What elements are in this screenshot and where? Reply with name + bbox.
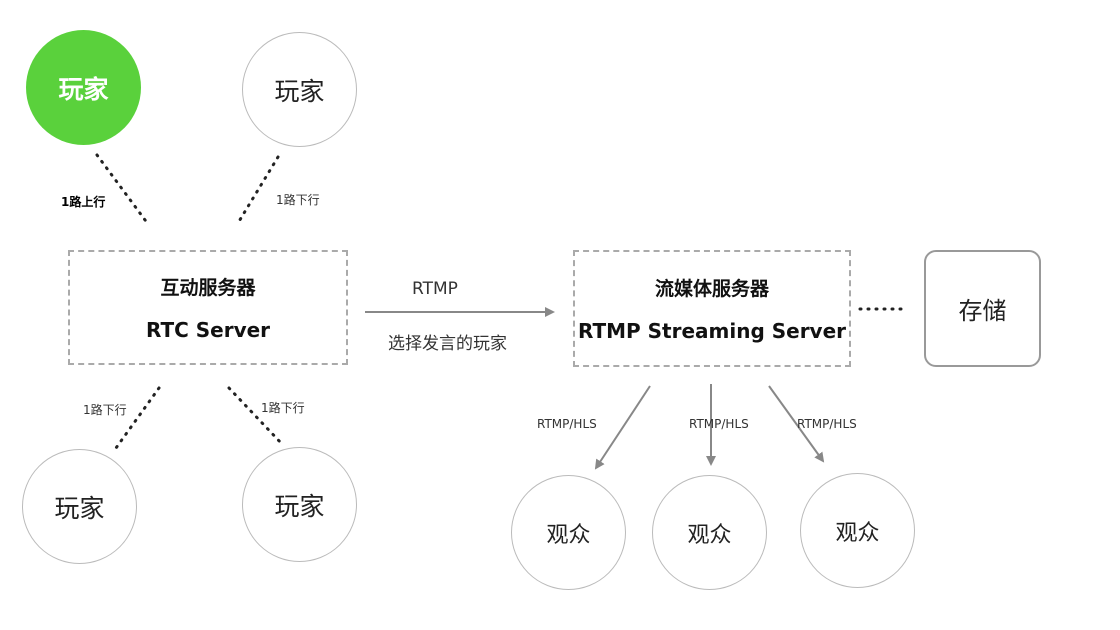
viewer-node: 观众 (652, 475, 767, 590)
viewer-label: 观众 (835, 520, 880, 546)
player-node-active: 玩家 (26, 30, 141, 145)
streaming-server-box: 流媒体服务器 RTMP Streaming Server (573, 250, 851, 367)
downlink-dotted-line-bottom-right (227, 386, 284, 446)
distribution-label: RTMP/HLS (537, 417, 597, 431)
downlink-label: 1路下行 (261, 401, 305, 415)
downlink-dotted-line-bottom-left (114, 386, 161, 450)
player-label: 玩家 (274, 76, 325, 106)
downlink-label: 1路下行 (276, 193, 320, 207)
rtc-server-title-en: RTC Server (145, 318, 271, 342)
downlink-dotted-line-top-right (236, 155, 280, 225)
player-label: 玩家 (54, 493, 105, 523)
storage-label: 存储 (958, 297, 1007, 325)
distribution-arrow-left (594, 385, 651, 470)
streaming-server-title-cn: 流媒体服务器 (654, 278, 769, 300)
rtmp-arrow-sublabel: 选择发言的玩家 (388, 334, 507, 354)
viewer-label: 观众 (687, 522, 732, 548)
viewer-node: 观众 (800, 473, 915, 588)
player-label: 玩家 (274, 491, 325, 521)
rtmp-arrow-label: RTMP (412, 279, 458, 299)
storage-box: 存储 (924, 250, 1041, 367)
uplink-label: 1路上行 (61, 195, 106, 209)
player-label: 玩家 (58, 74, 109, 104)
viewer-label: 观众 (546, 522, 591, 548)
rtc-server-box: 互动服务器 RTC Server (68, 250, 348, 365)
player-node: 玩家 (242, 32, 357, 147)
distribution-arrow-right (768, 385, 825, 463)
streaming-server-title-en: RTMP Streaming Server (577, 319, 847, 343)
distribution-label: RTMP/HLS (797, 417, 857, 431)
uplink-dotted-line (95, 153, 150, 226)
downlink-label: 1路下行 (83, 403, 127, 417)
viewer-node: 观众 (511, 475, 626, 590)
player-node: 玩家 (22, 449, 137, 564)
rtc-server-title-cn: 互动服务器 (160, 277, 256, 299)
player-node: 玩家 (242, 447, 357, 562)
distribution-label: RTMP/HLS (689, 417, 749, 431)
